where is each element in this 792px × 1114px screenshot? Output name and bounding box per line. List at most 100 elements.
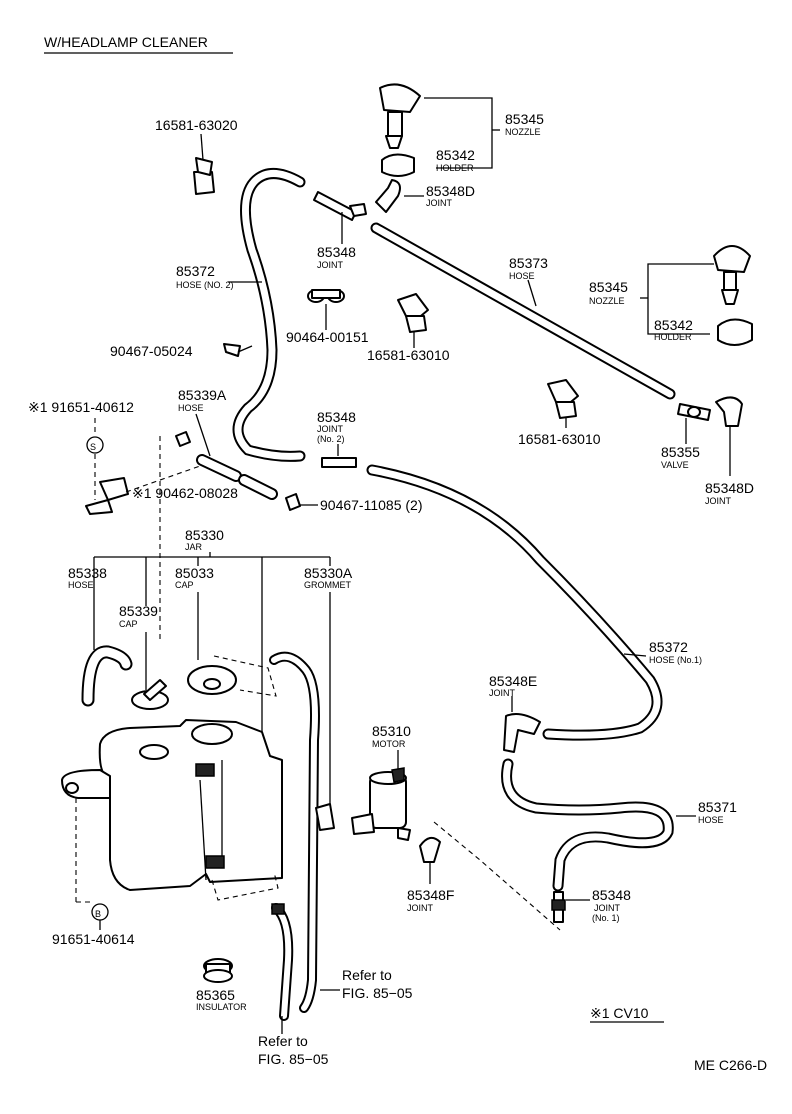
label-85372-a-sub: HOSE (NO. 2) xyxy=(176,280,234,290)
clip-16581-63020 xyxy=(193,133,215,195)
label-90467-05024: 90467-05024 xyxy=(110,343,193,359)
clip-90467-11085 xyxy=(175,431,301,511)
tube-to-fig-85-05-lower xyxy=(271,903,294,1021)
label-85355-sub: VALVE xyxy=(661,460,689,470)
label-90464: 90464-00151 xyxy=(286,329,369,345)
label-85372-b: 85372 xyxy=(649,639,688,655)
ref-lower-line1: Refer to xyxy=(258,1033,308,1049)
hose-85338 xyxy=(81,645,133,707)
label-90467-11085: 90467-11085 (2) xyxy=(320,497,422,513)
joint-85348D-top xyxy=(375,179,401,213)
holder-85342-right xyxy=(717,318,753,346)
clip-16581-63010-a xyxy=(397,293,429,333)
label-85371-sub: HOSE xyxy=(698,815,724,825)
jar-85330 xyxy=(61,719,283,891)
nozzle-85345-right xyxy=(713,245,751,305)
grommet-85330A xyxy=(315,803,335,831)
label-85348-b-sub2: (No. 2) xyxy=(317,434,345,444)
label-85338-sub: HOSE xyxy=(68,580,94,590)
label-85371: 85371 xyxy=(698,799,737,815)
label-85310-sub: MOTOR xyxy=(372,739,406,749)
diagram-code: ME C266-D xyxy=(694,1057,767,1073)
label-85348D-top-sub: JOINT xyxy=(426,198,453,208)
label-85348E-sub: JOINT xyxy=(489,688,516,698)
label-85338: 85338 xyxy=(68,565,107,581)
label-85342-right: 85342 xyxy=(654,317,693,333)
label-85373: 85373 xyxy=(509,255,548,271)
joint-85348E xyxy=(503,713,541,753)
circle-s-letter: S xyxy=(90,442,96,452)
label-85348F-sub: JOINT xyxy=(407,903,434,913)
label-85342-right-sub: HOLDER xyxy=(654,332,692,342)
tube-to-fig-85-05-right xyxy=(269,651,320,1013)
label-85348-b-sub1: JOINT xyxy=(317,424,344,434)
label-85330: 85330 xyxy=(185,527,224,543)
hose-85371 xyxy=(501,758,674,892)
label-85348-b: 85348 xyxy=(317,409,356,425)
clamp-90464 xyxy=(307,289,345,303)
joint-85348D-right xyxy=(715,396,743,427)
joint-85348-no1 xyxy=(551,891,566,923)
label-16581-63010-a: 16581-63010 xyxy=(367,347,450,363)
nozzle-85345-top xyxy=(379,83,421,149)
label-85348D-top: 85348D xyxy=(426,183,475,199)
ref-right-line1: Refer to xyxy=(342,967,392,983)
label-85348-c-sub2: (No. 1) xyxy=(592,913,620,923)
label-85345-top-sub: NOZZLE xyxy=(505,127,541,137)
label-85348F: 85348F xyxy=(407,887,454,903)
label-85345-right: 85345 xyxy=(589,279,628,295)
holder-85342-top xyxy=(381,153,415,177)
label-85345-top: 85345 xyxy=(505,111,544,127)
clip-90467-05024 xyxy=(223,343,253,357)
label-16581-63010-b: 16581-63010 xyxy=(518,431,601,447)
joint-85348-no2 xyxy=(321,457,357,468)
insulator-85365 xyxy=(203,958,233,983)
label-91651-40612: ※1 91651-40612 xyxy=(28,399,134,415)
label-85348D-right: 85348D xyxy=(705,480,754,496)
label-91651-40614: 91651-40614 xyxy=(52,931,135,947)
label-85339: 85339 xyxy=(119,603,158,619)
label-85373-sub: HOSE xyxy=(509,271,535,281)
label-85348-a: 85348 xyxy=(317,244,356,260)
clip-16581-63010-b xyxy=(547,379,579,419)
bracket-90462 xyxy=(85,477,129,515)
cap-85339 xyxy=(131,679,169,710)
label-85365-sub: INSULATOR xyxy=(196,1002,247,1012)
label-85348-c: 85348 xyxy=(592,887,631,903)
cap-85033 xyxy=(187,665,237,695)
label-85339A-sub: HOSE xyxy=(178,403,204,413)
label-85033-sub: CAP xyxy=(175,580,194,590)
hose-85372-no2 xyxy=(232,168,306,462)
label-85330-sub: JAR xyxy=(185,542,203,552)
label-85342-top-sub: HOLDER xyxy=(436,163,474,173)
label-85330A: 85330A xyxy=(304,565,353,581)
label-90462: ※1 90462-08028 xyxy=(132,485,238,501)
motor-85310 xyxy=(351,767,411,841)
joint-85348-t xyxy=(313,191,367,221)
label-85033: 85033 xyxy=(175,565,214,581)
label-85372-a: 85372 xyxy=(176,263,215,279)
label-85348D-right-sub: JOINT xyxy=(705,496,732,506)
circle-b-letter: B xyxy=(95,909,101,919)
ref-right-line2: FIG. 85−05 xyxy=(342,985,413,1001)
screw-circle-s xyxy=(86,436,104,454)
page-title: W/HEADLAMP CLEANER xyxy=(44,34,208,50)
label-16581-63020: 16581-63020 xyxy=(155,117,238,133)
label-85355: 85355 xyxy=(661,444,700,460)
label-85348-c-sub1: JOINT xyxy=(594,903,621,913)
label-85365: 85365 xyxy=(196,987,235,1003)
joint-85348F xyxy=(419,836,441,863)
ref-lower-line2: FIG. 85−05 xyxy=(258,1051,329,1067)
label-85345-right-sub: NOZZLE xyxy=(589,296,625,306)
hose-85339A xyxy=(196,454,278,500)
label-85339A: 85339A xyxy=(178,387,227,403)
label-85348E: 85348E xyxy=(489,673,537,689)
label-85339-sub: CAP xyxy=(119,619,138,629)
label-85310: 85310 xyxy=(372,723,411,739)
label-85330A-sub: GROMMET xyxy=(304,580,351,590)
footnote-cv10: ※1 CV10 xyxy=(590,1005,649,1021)
label-85342-top: 85342 xyxy=(436,147,475,163)
label-85372-b-sub: HOSE (No.1) xyxy=(649,655,702,665)
hose-85372-no1 xyxy=(366,464,663,741)
